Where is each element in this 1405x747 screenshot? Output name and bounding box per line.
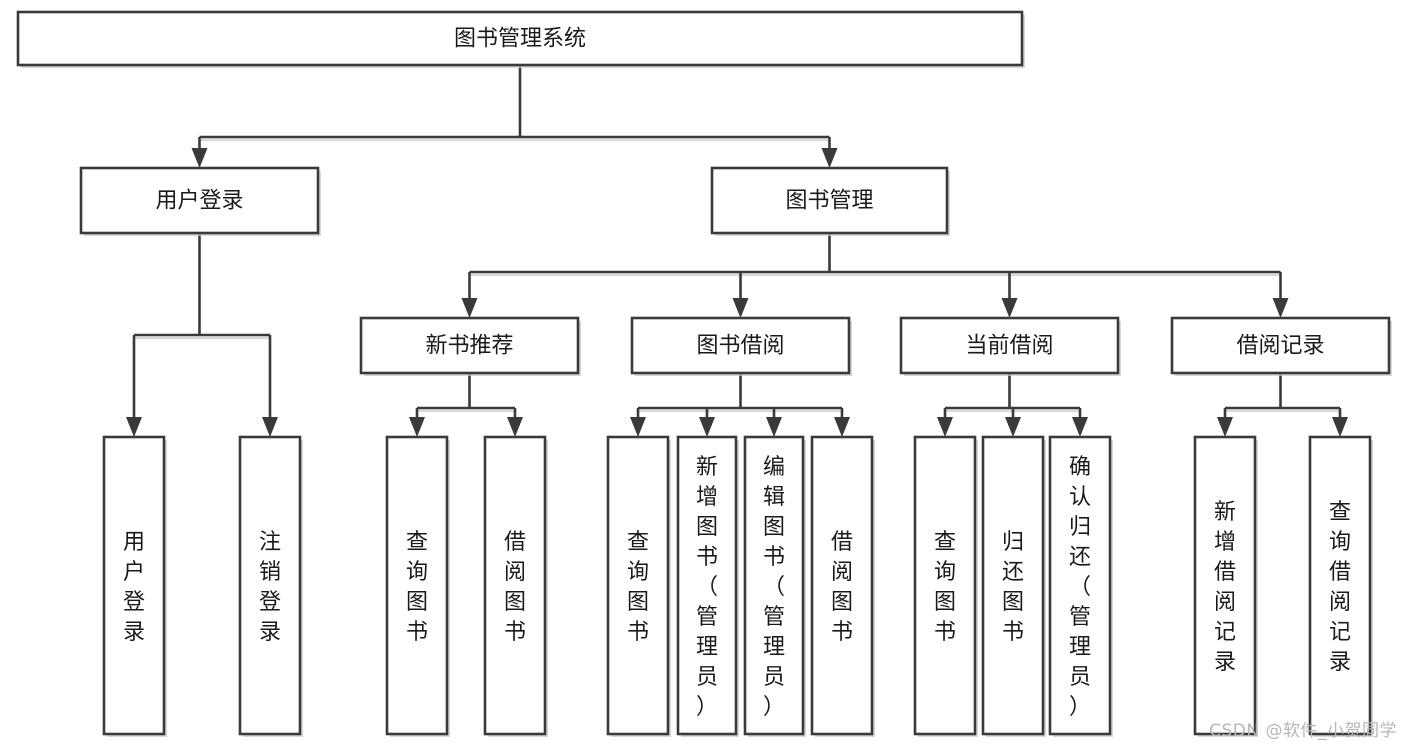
csdn-watermark: CSDN @软件_小贺同学 bbox=[1209, 721, 1397, 741]
node-label: 用户登录 bbox=[155, 189, 243, 214]
node-leaf-c-confirm[interactable]: 确认归还（管理员） bbox=[1048, 435, 1113, 737]
node-label: 图书管理 bbox=[785, 189, 873, 214]
node-leaf-b-borrow[interactable]: 借阅图书 bbox=[810, 435, 875, 737]
node-label: 新增图书（管理员） bbox=[696, 455, 718, 720]
node-leaf-b-query[interactable]: 查询图书 bbox=[606, 435, 671, 737]
node-label: 注销登录 bbox=[259, 530, 281, 645]
node-layer: 图书管理系统用户登录图书管理新书推荐图书借阅当前借阅借阅记录用户登录注销登录查询… bbox=[16, 10, 1392, 737]
connector-layer bbox=[126, 65, 1348, 437]
node-l3-new[interactable]: 新书推荐 bbox=[359, 316, 581, 376]
node-label: 图书借阅 bbox=[696, 334, 784, 359]
node-label: 用户登录 bbox=[123, 530, 145, 645]
node-label: 借阅记录 bbox=[1236, 334, 1324, 359]
node-label: 新增借阅记录 bbox=[1214, 500, 1236, 675]
node-leaf-r-query[interactable]: 查询借阅记录 bbox=[1308, 435, 1373, 737]
node-label: 查询借阅记录 bbox=[1329, 500, 1351, 675]
node-label: 确认归还（管理员） bbox=[1069, 455, 1091, 720]
node-label: 归还图书 bbox=[1002, 530, 1024, 645]
node-leaf-b-edit[interactable]: 编辑图书（管理员） bbox=[743, 435, 806, 737]
node-root[interactable]: 图书管理系统 bbox=[16, 10, 1025, 68]
node-l3-borrow[interactable]: 图书借阅 bbox=[630, 316, 852, 376]
node-leaf-b-add[interactable]: 新增图书（管理员） bbox=[676, 435, 739, 737]
node-l2-user[interactable]: 用户登录 bbox=[79, 166, 321, 236]
node-leaf-c-return[interactable]: 归还图书 bbox=[981, 435, 1046, 737]
node-label: 查询图书 bbox=[406, 530, 428, 645]
node-label: 查询图书 bbox=[627, 530, 649, 645]
node-label: 新书推荐 bbox=[425, 334, 513, 359]
node-label: 借阅图书 bbox=[831, 530, 853, 645]
node-leaf-user-login[interactable]: 用户登录 bbox=[102, 435, 167, 737]
node-label: 编辑图书（管理员） bbox=[763, 455, 785, 720]
node-label: 当前借阅 bbox=[965, 334, 1053, 359]
node-leaf-new-query[interactable]: 查询图书 bbox=[385, 435, 450, 737]
node-leaf-c-query[interactable]: 查询图书 bbox=[913, 435, 978, 737]
node-leaf-r-add[interactable]: 新增借阅记录 bbox=[1193, 435, 1258, 737]
node-l3-record[interactable]: 借阅记录 bbox=[1170, 316, 1392, 376]
node-leaf-new-borrow[interactable]: 借阅图书 bbox=[483, 435, 548, 737]
node-label: 查询图书 bbox=[934, 530, 956, 645]
node-label: 图书管理系统 bbox=[454, 27, 586, 52]
node-label: 借阅图书 bbox=[504, 530, 526, 645]
node-l2-book[interactable]: 图书管理 bbox=[710, 166, 950, 236]
node-l3-current[interactable]: 当前借阅 bbox=[899, 316, 1121, 376]
node-leaf-user-logout[interactable]: 注销登录 bbox=[238, 435, 303, 737]
